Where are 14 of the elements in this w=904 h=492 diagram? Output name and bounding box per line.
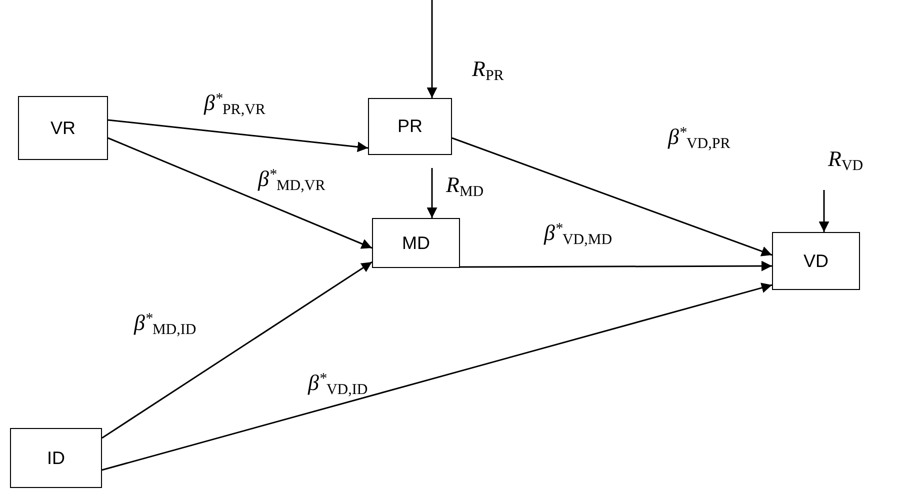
arrow [452,137,772,256]
arrow [108,137,372,249]
arrow [426,0,438,98]
variable-box: VD [772,232,860,290]
arrow [102,261,372,439]
variable-box: ID [10,428,102,488]
arrow [108,119,368,152]
arrow [460,260,772,272]
variable-box: PR [368,98,452,155]
arrow [818,190,830,232]
arrow [102,282,772,471]
arrow [426,168,438,218]
variable-box: MD [372,218,460,268]
variable-box: VR [18,96,108,160]
